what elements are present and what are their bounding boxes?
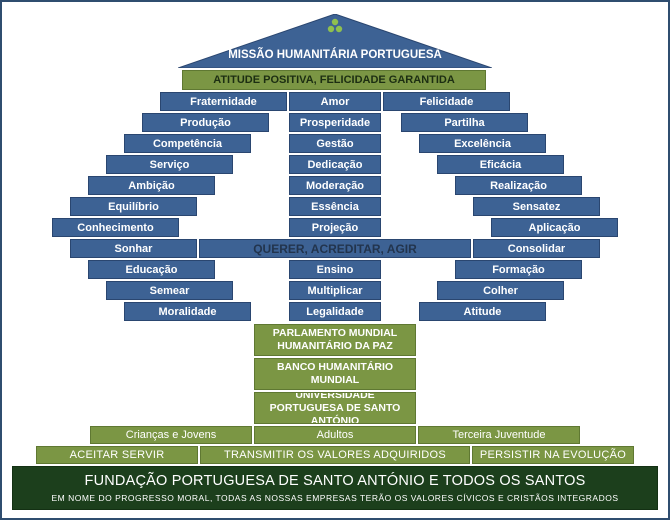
center-value: Gestão: [289, 134, 381, 153]
foundation-subtitle: EM NOME DO PROGRESSO MORAL, TODAS AS NOS…: [51, 493, 619, 503]
left-value: Serviço: [106, 155, 233, 174]
center-value: Projeção: [289, 218, 381, 237]
left-value: Semear: [106, 281, 233, 300]
right-value: Felicidade: [383, 92, 510, 111]
left-value: Sonhar: [70, 239, 197, 258]
base-accept-serve: ACEITAR SERVIR: [36, 446, 198, 464]
center-value: Essência: [289, 197, 381, 216]
base-persist-evolution: PERSISTIR NA EVOLUÇÃO: [472, 446, 634, 464]
center-value: Legalidade: [289, 302, 381, 321]
left-value: Moralidade: [124, 302, 251, 321]
base-transmit-values: TRANSMITIR OS VALORES ADQUIRIDOS: [200, 446, 470, 464]
left-value: Produção: [142, 113, 269, 132]
right-value: Eficácia: [437, 155, 564, 174]
left-value: Conhecimento: [52, 218, 179, 237]
right-value: Realização: [455, 176, 582, 195]
trunk-parliament: PARLAMENTO MUNDIAL HUMANITÁRIO DA PAZ: [254, 324, 416, 356]
center-value: Ensino: [289, 260, 381, 279]
roof-title: MISSÃO HUMANITÁRIA PORTUGUESA: [228, 49, 442, 61]
right-value: Colher: [437, 281, 564, 300]
emblem-icon: [327, 18, 343, 33]
center-value: Prosperidade: [289, 113, 381, 132]
left-value: Fraternidade: [160, 92, 287, 111]
left-value: Competência: [124, 134, 251, 153]
left-value: Educação: [88, 260, 215, 279]
attitude-bar: ATITUDE POSITIVA, FELICIDADE GARANTIDA: [182, 70, 486, 90]
right-value: Formação: [455, 260, 582, 279]
crossbar: QUERER, ACREDITAR, AGIR: [199, 239, 471, 258]
age-third-youth: Terceira Juventude: [418, 426, 580, 444]
trunk-bank: BANCO HUMANITÁRIO MUNDIAL: [254, 358, 416, 390]
age-children-youth: Crianças e Jovens: [90, 426, 252, 444]
crossbar-label: QUERER, ACREDITAR, AGIR: [253, 241, 417, 256]
center-value: Dedicação: [289, 155, 381, 174]
right-value: Excelência: [419, 134, 546, 153]
foundation-banner: FUNDAÇÃO PORTUGUESA DE SANTO ANTÓNIO E T…: [12, 466, 658, 510]
right-value: Consolidar: [473, 239, 600, 258]
center-value: Multiplicar: [289, 281, 381, 300]
roof-triangle: [178, 14, 492, 68]
foundation-title: FUNDAÇÃO PORTUGUESA DE SANTO ANTÓNIO E T…: [84, 473, 586, 489]
left-value: Equilíbrio: [70, 197, 197, 216]
right-value: Partilha: [401, 113, 528, 132]
right-value: Atitude: [419, 302, 546, 321]
right-value: Sensatez: [473, 197, 600, 216]
age-adults: Adultos: [254, 426, 416, 444]
right-value: Aplicação: [491, 218, 618, 237]
left-value: Ambição: [88, 176, 215, 195]
center-value: Amor: [289, 92, 381, 111]
center-value: Moderação: [289, 176, 381, 195]
trunk-university: UNIVERSIDADE PORTUGUESA DE SANTO ANTÓNIO: [254, 392, 416, 424]
